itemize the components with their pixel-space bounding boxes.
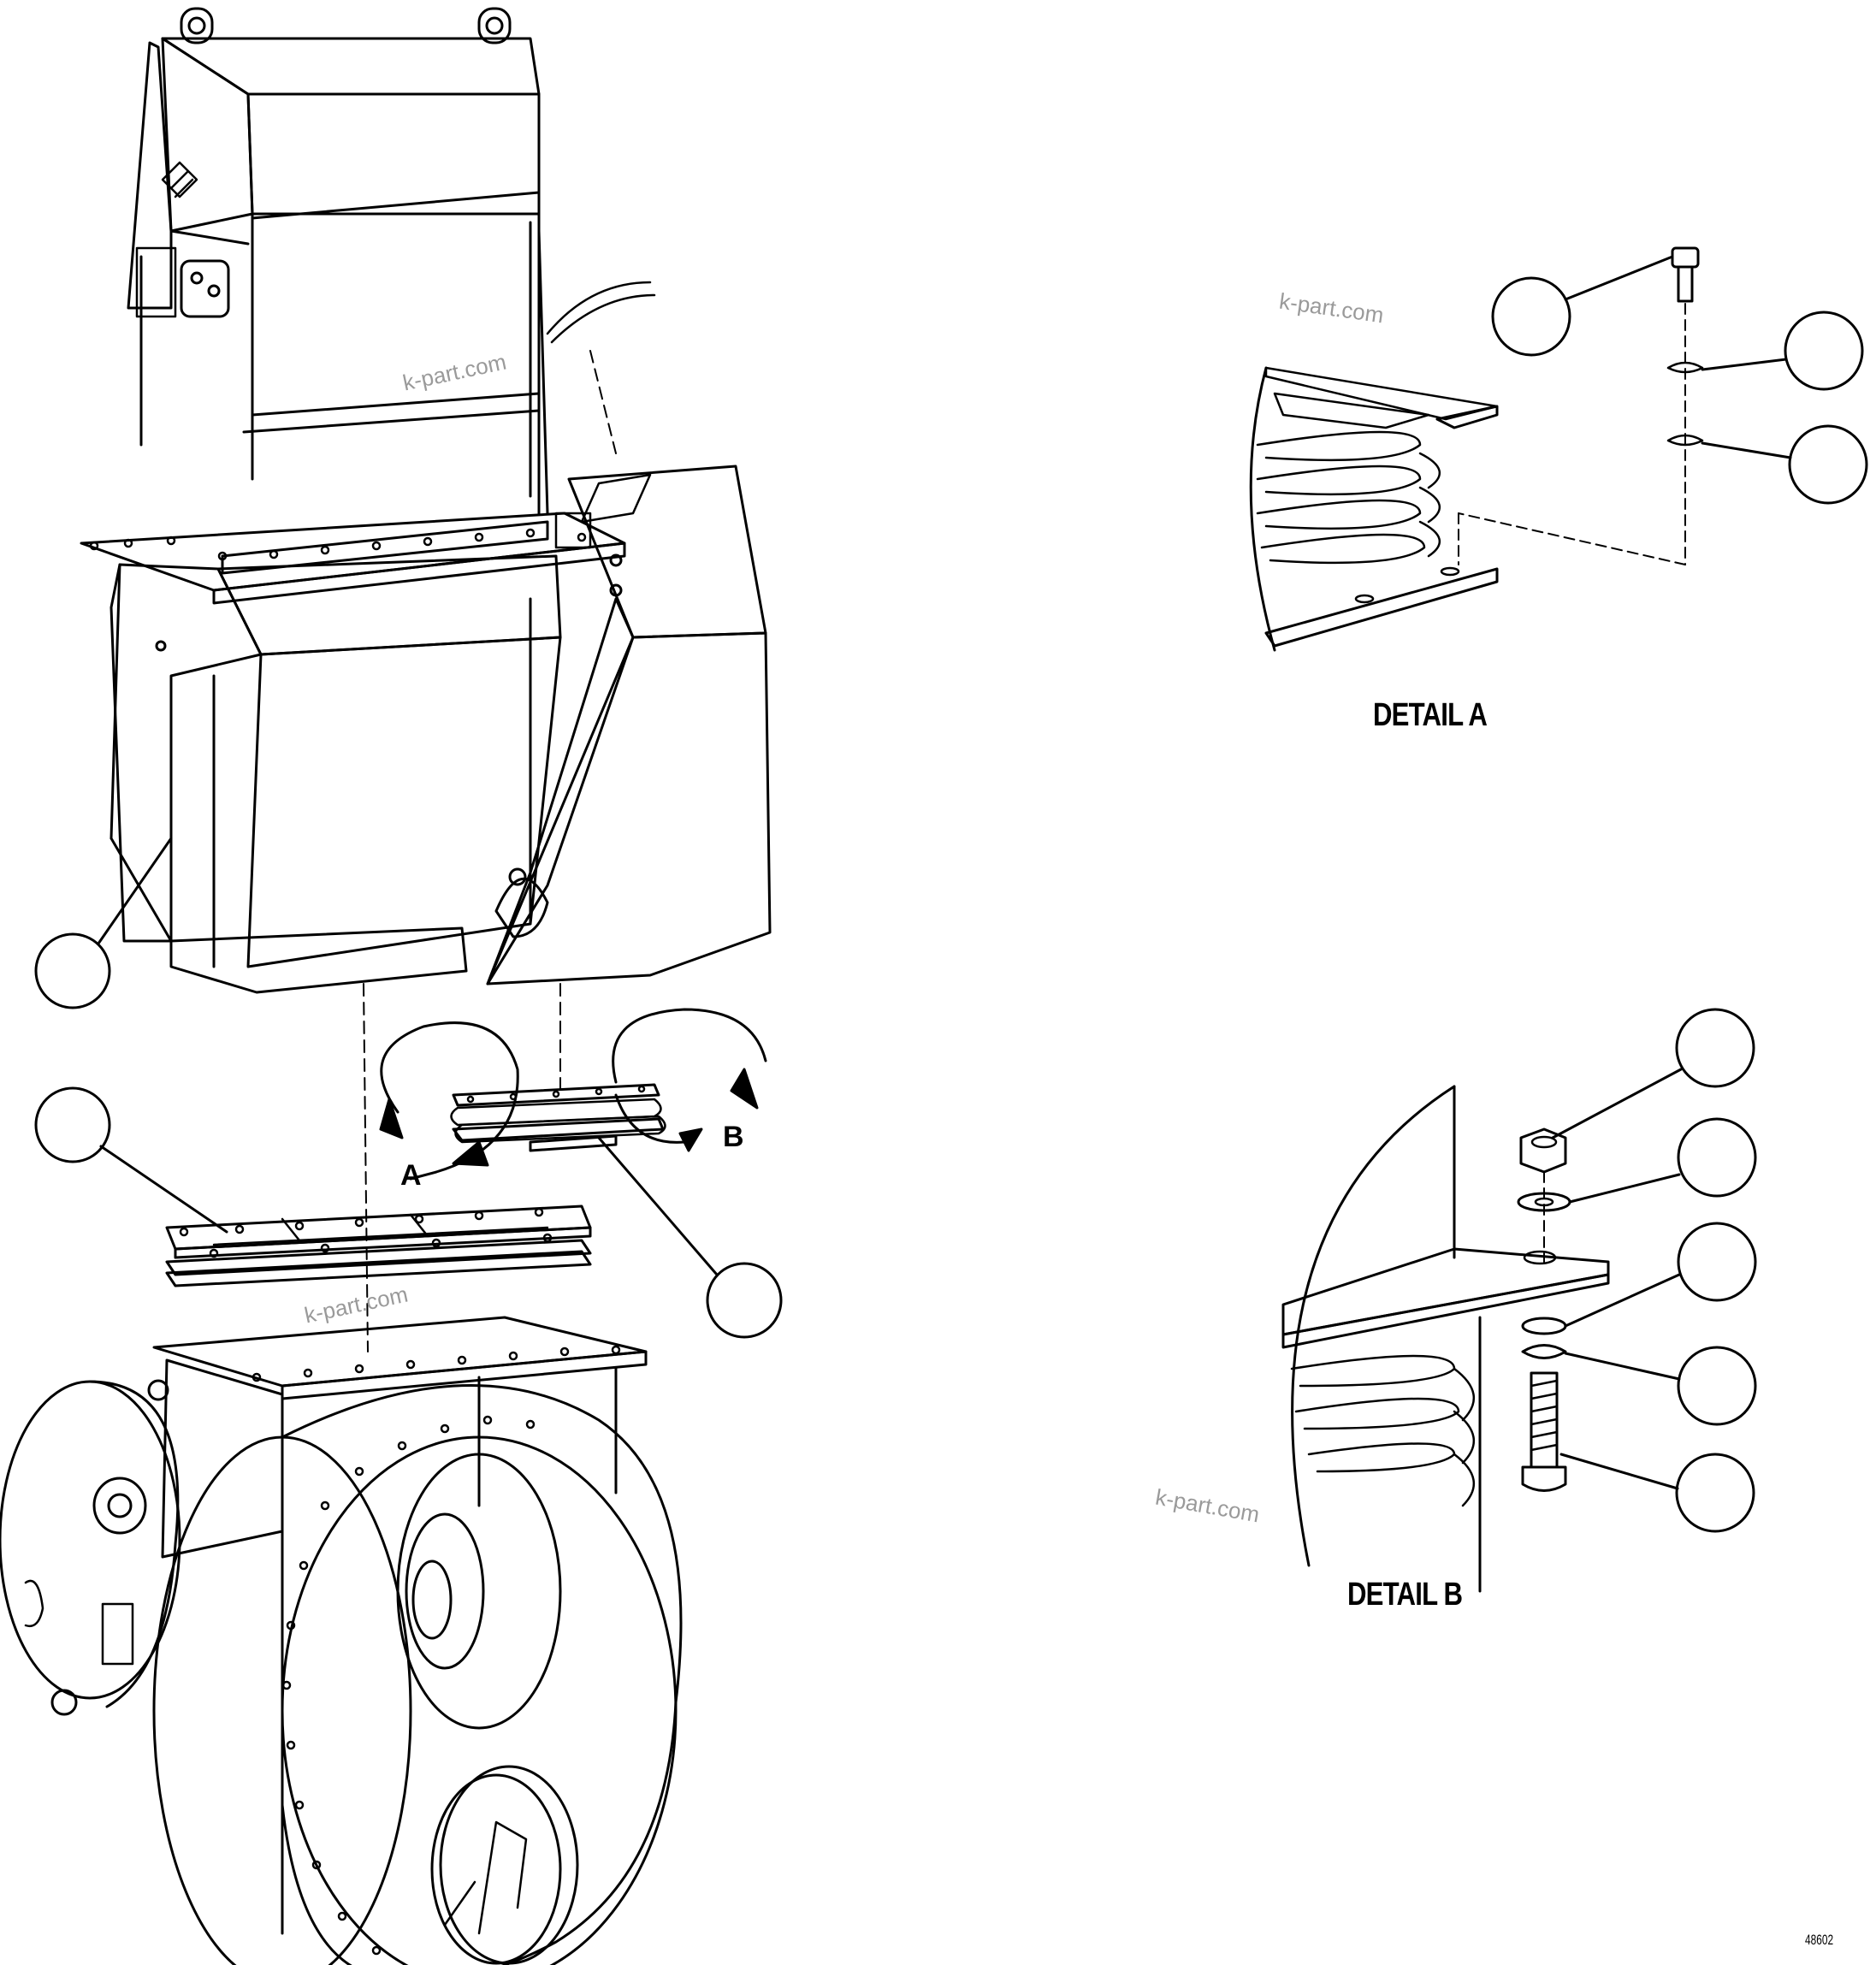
view-a-label: A bbox=[400, 1159, 422, 1192]
detail-b-label: DETAIL B bbox=[1347, 1577, 1463, 1613]
main-view-callouts bbox=[34, 837, 783, 1339]
view-arrow-b bbox=[612, 1008, 767, 1152]
upper-duct-assembly bbox=[80, 7, 772, 994]
lower-gasket-frame bbox=[165, 1204, 592, 1287]
assembly-centerlines bbox=[363, 350, 617, 1352]
detail-a-label: DETAIL A bbox=[1373, 697, 1488, 733]
figure-number: 48602 bbox=[1805, 1932, 1834, 1948]
blower-assembly bbox=[0, 1316, 683, 1965]
detail-a-drawing bbox=[1249, 246, 1868, 652]
view-arrow-a bbox=[379, 1021, 519, 1181]
upper-flexible-connector bbox=[450, 1083, 666, 1152]
detail-b-drawing bbox=[1281, 1008, 1757, 1593]
view-b-label: B bbox=[723, 1121, 744, 1153]
